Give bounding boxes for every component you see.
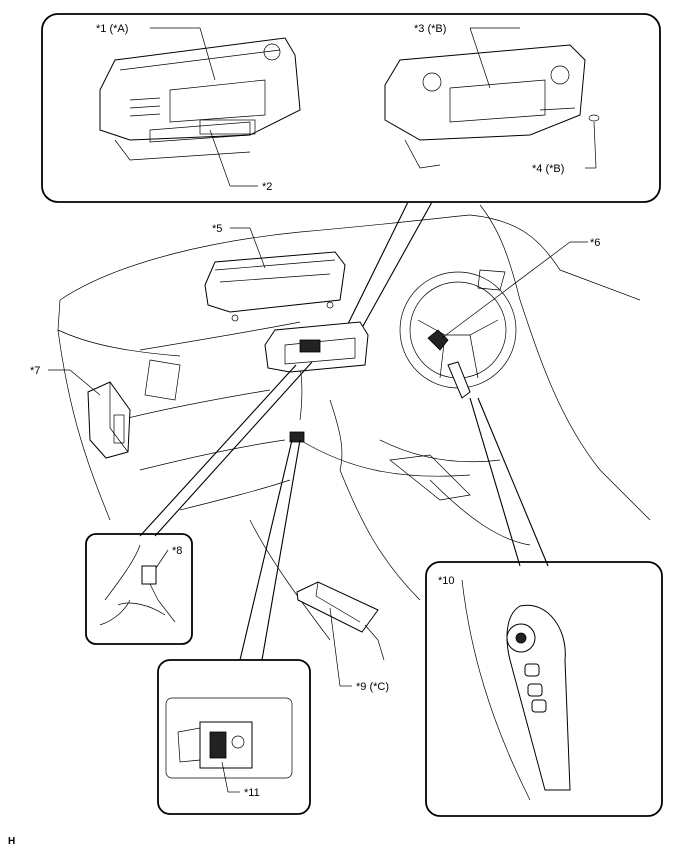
label-4: *4 (*B) <box>532 163 564 175</box>
dashboard-radio <box>264 321 369 373</box>
corner-mark: H <box>8 836 15 847</box>
callout-box-11 <box>157 659 311 815</box>
spiral-cable <box>427 329 471 399</box>
callout-leader-8 <box>139 361 313 537</box>
amplifier-module <box>296 581 385 661</box>
label-2: *2 <box>262 181 272 193</box>
callout-box-10 <box>425 561 663 817</box>
label-leaders <box>48 27 597 793</box>
radio-receiver-assembly-b <box>384 44 600 169</box>
callout-leader-11 <box>239 439 301 661</box>
label-9: *9 (*C) <box>356 681 389 693</box>
callout-box-8 <box>85 533 193 645</box>
label-10: *10 <box>438 575 455 587</box>
label-8: *8 <box>172 545 182 557</box>
label-5: *5 <box>212 223 222 235</box>
label-6: *6 <box>590 237 600 249</box>
radio-receiver-assembly-a <box>99 37 301 161</box>
label-radio-b: *3 (*B) <box>414 23 446 35</box>
label-11: *11 <box>244 787 260 799</box>
control-module-left <box>87 381 131 459</box>
usb-port-dash <box>289 431 305 443</box>
callout-leader-10 <box>469 397 549 567</box>
combination-meter <box>204 251 346 322</box>
label-7: *7 <box>30 365 40 377</box>
callout-leader-audio <box>344 201 433 336</box>
dashboard-outline <box>57 204 651 641</box>
label-radio-a: *1 (*A) <box>96 23 128 35</box>
